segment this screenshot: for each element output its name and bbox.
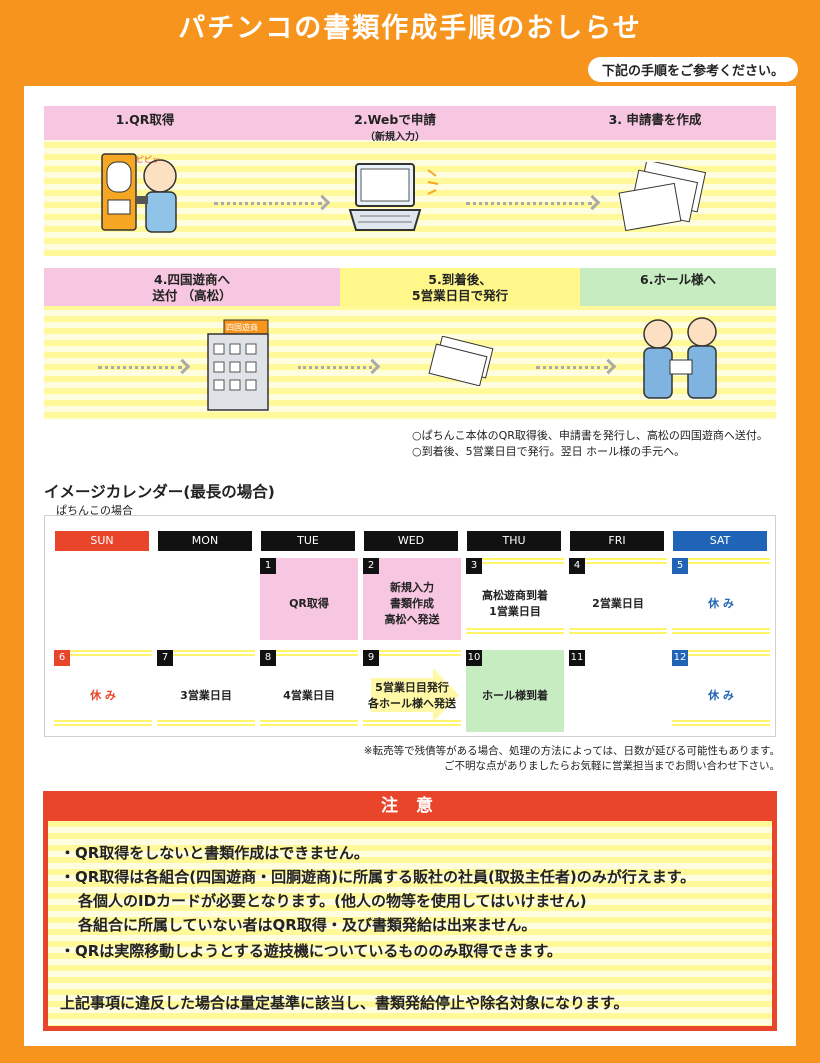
calendar-cell-week1-sun	[54, 558, 152, 640]
qr-scan-illustration	[101, 153, 177, 233]
handover-illustration	[643, 317, 717, 399]
calendar-cell-day-9: 9 5営業日目発行 各ホール様へ発送	[363, 650, 461, 732]
calendar-cell-day-12: 12 休 み	[672, 650, 770, 732]
flow-header-row-1	[44, 106, 776, 140]
calendar-cell-day-5: 5 休 み	[672, 558, 770, 640]
documents-icon	[618, 162, 707, 232]
day-header-fri: FRI	[570, 531, 664, 551]
calendar-cell-day-6: 6 休 み	[54, 650, 152, 732]
step-5-label: 5.到着後、5営業日目で発行	[340, 268, 580, 306]
flow-arrow	[98, 366, 182, 373]
calendar-cell-day-3: 3 高松遊商到着 1営業日目	[466, 558, 564, 640]
step-2-label: 2.Webで申請（新規入力）	[354, 112, 436, 143]
step-1-label: 1.QR取得	[115, 112, 175, 127]
day-header-tue: TUE	[261, 531, 355, 551]
day-header-thu: THU	[467, 531, 561, 551]
day-header-wed: WED	[364, 531, 458, 551]
flow-arrow	[214, 202, 322, 209]
reference-note: 下記の手順をご参考ください。	[587, 57, 798, 82]
calendar-cell-day-10: 10 ホール様到着	[466, 650, 564, 732]
step-6-label: 6.ホール様へ	[580, 268, 776, 306]
caution-heading: 注 意	[43, 791, 777, 821]
calendar-cell-day-8: 8 4営業日目	[260, 650, 358, 732]
calendar-cell-day-11: 11	[569, 650, 667, 732]
day-header-sat: SAT	[673, 531, 767, 551]
building-icon	[207, 319, 269, 411]
day-header-mon: MON	[158, 531, 252, 551]
step-3-label: 3. 申請書を作成	[608, 112, 702, 127]
step-4-label: 4.四国遊商へ送付 （高松）	[44, 268, 340, 306]
calendar-cell-day-7: 7 3営業日目	[157, 650, 255, 732]
issued-documents-icon	[428, 336, 494, 386]
caution-line-6: 上記事項に違反した場合は量定基準に該当し、書類発給停止や除名対象になります。	[60, 994, 629, 1012]
laptop-icon	[348, 163, 422, 231]
caution-line-4: 各組合に所属していない者はQR取得・及び書類発給は出来ません。	[78, 916, 537, 934]
dispatch-arrow-icon	[371, 668, 459, 722]
process-note-1: ○ぱちんこ本体のQR取得後、申請書を発行し、高松の四国遊商へ送付。	[412, 429, 768, 442]
calendar-cell-day-2: 2 新規入力 書類作成 高松へ発送	[363, 558, 461, 640]
caution-line-2: ・QR取得は各組合(四国遊商・回胴遊商)に所属する販社の社員(取扱主任者)のみが…	[60, 868, 696, 886]
flow-arrow	[536, 366, 608, 373]
calendar-cell-day-1: 1 QR取得	[260, 558, 358, 640]
caution-box	[43, 821, 777, 1031]
calendar-subtitle: ぱちんこの場合	[56, 504, 133, 517]
page-title: パチンコの書類作成手順のおしらせ	[178, 13, 642, 44]
calendar-cell-week1-mon	[157, 558, 255, 640]
calendar-title: イメージカレンダー(最長の場合)	[44, 483, 275, 501]
signal-icon	[427, 169, 439, 195]
caution-line-5: ・QRは実際移動しようとする遊技機についているもののみ取得できます。	[60, 942, 562, 960]
caution-line-3: 各個人のIDカードが必要となります。(他人の物等を使用してはいけません)	[78, 892, 587, 910]
machine-bubble: ピピッ	[136, 155, 160, 164]
calendar-cell-day-4: 4 2営業日目	[569, 558, 667, 640]
day-header-sun: SUN	[55, 531, 149, 551]
caution-line-1: ・QR取得をしないと書類作成はできません。	[60, 844, 369, 862]
calendar-footnote: ※転売等で残債等がある場合、処理の方法によっては、日数が延びる可能性もあります。…	[363, 745, 780, 772]
flow-arrow	[298, 366, 372, 373]
flow-arrow	[466, 202, 592, 209]
building-sign: 四国遊商	[226, 323, 258, 332]
process-note-2: ○到着後、5営業日目で発行。翌日 ホール様の手元へ。	[412, 445, 686, 458]
